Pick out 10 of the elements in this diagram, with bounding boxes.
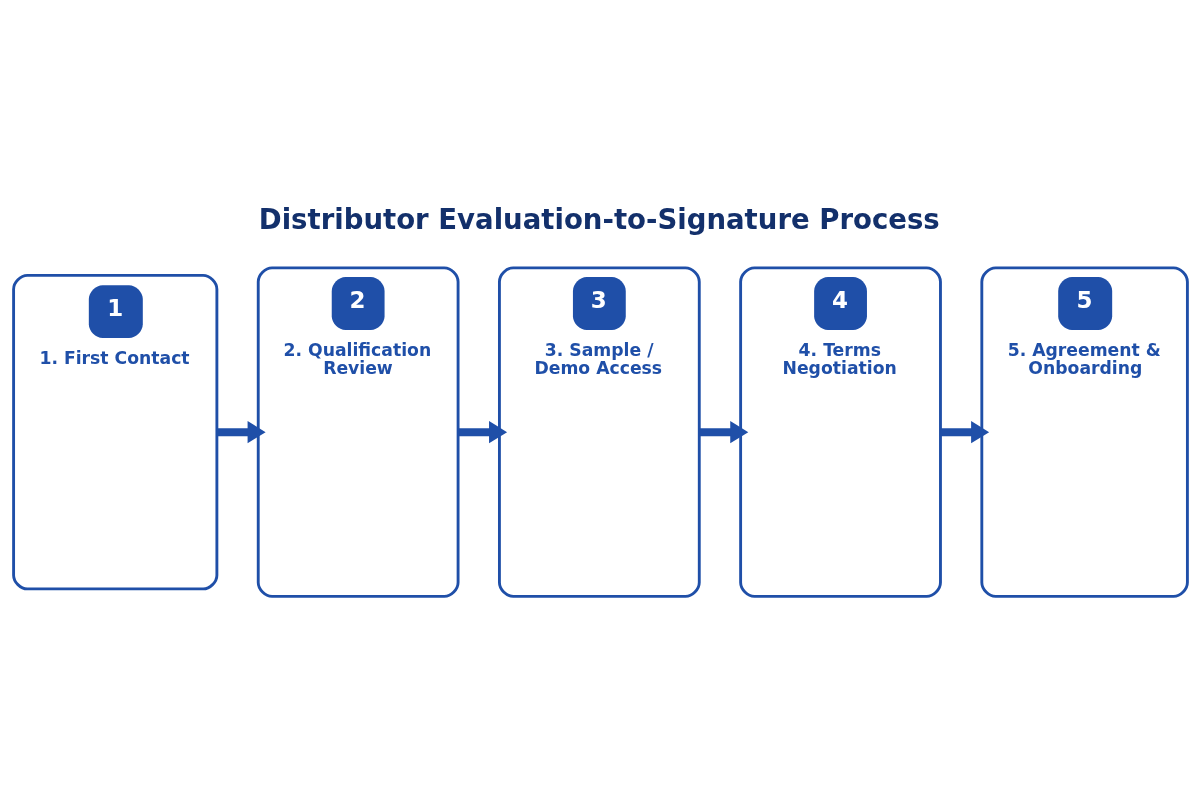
- arrow: [216, 421, 266, 444]
- node-box: 2 2. Qualification Review: [256, 266, 459, 598]
- diagram-title: Distributor Evaluation-to-Signature Process: [258, 203, 940, 236]
- node-box: 4 4. Terms Negotiation: [738, 266, 942, 598]
- arrow: [940, 421, 989, 444]
- node-box: 1 1. First Contact: [11, 273, 218, 591]
- node-box: 5 5. Agreement & Onboarding: [979, 266, 1189, 598]
- arrow: [457, 421, 507, 444]
- node-box: 3 3. Sample / Demo Access: [497, 266, 701, 598]
- arrow: [698, 421, 748, 444]
